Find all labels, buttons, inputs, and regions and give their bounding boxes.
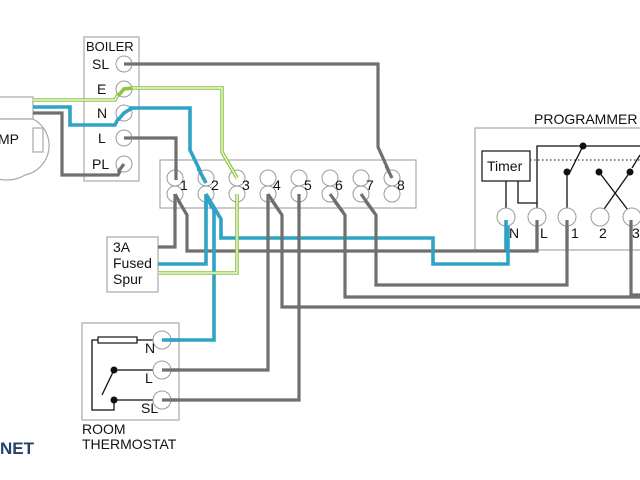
- pump-nub: [32, 127, 44, 153]
- jb-terminal-1-label: 1: [180, 177, 188, 193]
- jb-terminal-4-label: 4: [273, 177, 281, 193]
- jb-terminal-6-label: 6: [335, 177, 343, 193]
- stat-sl-label: SL: [141, 400, 158, 416]
- boiler-l-label: L: [98, 130, 106, 146]
- jb-terminal-3-label: 3: [242, 177, 250, 193]
- spur-label-1: 3A: [113, 239, 131, 255]
- jb-terminal-2-label: 2: [211, 177, 219, 193]
- pump-head-box: [0, 96, 34, 120]
- wire-1-to-spur: [158, 195, 177, 249]
- watermark-logo: NET: [0, 439, 34, 458]
- timer-label: Timer: [487, 158, 523, 174]
- wire-boiler-sl-to-8: [125, 62, 394, 179]
- boiler-pl-label: PL: [92, 156, 109, 172]
- spur-label-2: Fused: [113, 255, 152, 271]
- prog-3-label: 3: [632, 225, 640, 241]
- stat-title-line1: ROOM: [82, 421, 126, 437]
- wire-boiler-l-to-1: [125, 136, 178, 180]
- prog-2-label: 2: [599, 225, 607, 241]
- prog-n-label: N: [509, 225, 519, 241]
- boiler-sl-label: SL: [92, 56, 109, 72]
- programmer-label: PROGRAMMER: [534, 111, 637, 127]
- wire-pump-neutral: [33, 105, 123, 127]
- spur-label-3: Spur: [113, 271, 143, 287]
- boiler-e-label: E: [97, 81, 106, 97]
- boiler-n-label: N: [97, 105, 107, 121]
- jb-terminal-8-label: 8: [397, 177, 405, 193]
- boiler-label: BOILER: [86, 39, 134, 54]
- prog-l-label: L: [540, 225, 548, 241]
- wire-2-to-spur: [158, 195, 208, 266]
- wire-4-to-stat-l: [163, 195, 270, 372]
- thermostat-resistor: [97, 336, 138, 344]
- stat-n-label: N: [145, 340, 155, 356]
- pump-label: MP: [0, 131, 19, 147]
- jb-terminal-5-label: 5: [304, 177, 312, 193]
- timer-box: [481, 150, 531, 182]
- jb-terminal-7-label: 7: [366, 177, 374, 193]
- stat-title-line2: THERMOSTAT: [82, 436, 177, 452]
- prog-1-label: 1: [571, 225, 579, 241]
- wire-5-to-stat-sl: [163, 195, 301, 402]
- prog-terminal-2: [590, 207, 610, 227]
- stat-l-label: L: [145, 370, 153, 386]
- wire-2-to-prog-n: [204, 194, 510, 266]
